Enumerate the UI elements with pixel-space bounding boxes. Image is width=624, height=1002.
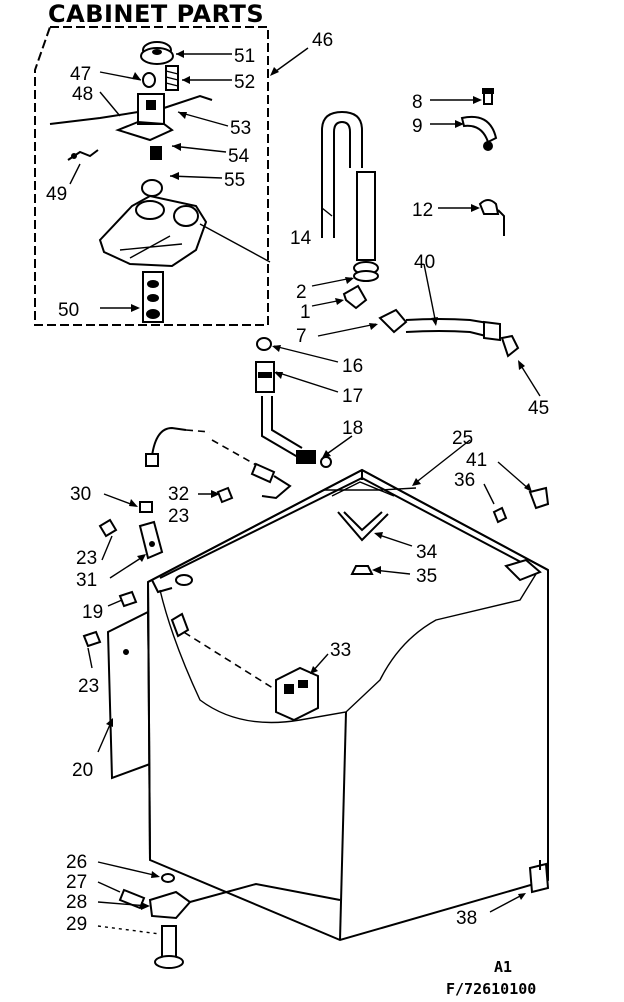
part-34-brace — [337, 511, 389, 542]
callout-52: 52 — [234, 72, 255, 93]
part-53-brake-assembly — [49, 93, 213, 160]
callout-18: 18 — [342, 418, 363, 439]
callout-26: 26 — [66, 852, 87, 873]
callout-33: 33 — [330, 640, 351, 661]
callout-45: 45 — [528, 398, 549, 419]
callout-49: 49 — [46, 184, 67, 205]
callout-16: 16 — [342, 356, 363, 377]
part-41-hinge — [528, 486, 550, 510]
callout-14: 14 — [290, 228, 312, 249]
part-38-foot — [528, 860, 550, 894]
lower-leaders — [87, 439, 532, 935]
part-23-screw-a — [216, 486, 234, 504]
callout-53: 53 — [230, 118, 251, 139]
callout-41: 41 — [466, 450, 487, 471]
callout-31: 31 — [76, 570, 97, 591]
part-36-grommet — [492, 506, 508, 524]
callout-27: 27 — [66, 872, 87, 893]
part-28-bracket — [148, 882, 341, 920]
part-7-coupling — [378, 308, 408, 334]
part-18-tube — [261, 396, 332, 468]
inset-leaders — [69, 47, 309, 312]
part-51-pulley — [140, 41, 174, 65]
callout-23-a: 23 — [168, 506, 189, 527]
part-16-washer — [256, 337, 272, 351]
page-title: CABINET PARTS — [48, 0, 265, 28]
part-49-clip — [67, 149, 99, 161]
callout-35: 35 — [416, 566, 437, 587]
part-14-drain-hose — [321, 110, 379, 275]
callout-12: 12 — [412, 200, 433, 221]
callout-2: 2 — [296, 282, 307, 303]
callout-9: 9 — [412, 116, 423, 137]
part-40-hose — [405, 318, 501, 342]
part-23-screw-c — [82, 630, 102, 648]
callout-20: 20 — [72, 760, 93, 781]
callout-7: 7 — [296, 326, 307, 347]
callout-19: 19 — [82, 602, 103, 623]
part-29-leg — [154, 925, 184, 969]
part-50-bearing-stack — [142, 271, 164, 323]
upper-leaders — [272, 96, 541, 458]
part-8-screw — [482, 88, 494, 105]
callout-38: 38 — [456, 908, 477, 929]
callout-23-b: 23 — [76, 548, 97, 569]
part-35-nut — [350, 565, 374, 575]
callout-48: 48 — [72, 84, 93, 105]
callout-17: 17 — [342, 386, 363, 407]
diagram-code: F/72610100 — [446, 980, 537, 998]
part-33-switch — [170, 612, 319, 722]
part-20-panel — [106, 610, 152, 780]
part-17-valve — [255, 361, 275, 393]
part-19-screw — [118, 590, 138, 608]
part-52-spring — [165, 65, 179, 91]
callout-40: 40 — [414, 252, 435, 273]
part-32-wire-harness — [145, 426, 292, 500]
callout-55: 55 — [224, 170, 245, 191]
part-12-clamp — [478, 199, 505, 236]
part-1-elbow — [342, 284, 368, 310]
part-26-washer — [161, 873, 175, 883]
callout-23-c: 23 — [78, 676, 99, 697]
callout-25: 25 — [452, 428, 473, 449]
part-2-clamp — [353, 270, 379, 282]
part-transmission-body — [98, 179, 271, 268]
part-27-pin — [118, 888, 146, 910]
callout-34: 34 — [416, 542, 438, 563]
callout-labels: 46 47 48 49 50 51 52 53 54 55 8 9 12 14 … — [46, 30, 549, 935]
part-9-hanger — [460, 116, 498, 151]
part-30-clip — [139, 501, 153, 513]
callout-8: 8 — [412, 92, 423, 113]
callout-46: 46 — [312, 30, 333, 51]
callout-30: 30 — [70, 484, 91, 505]
callout-54: 54 — [228, 146, 250, 167]
callout-36: 36 — [454, 470, 475, 491]
part-31-bracket — [138, 520, 164, 560]
callout-1: 1 — [300, 302, 311, 323]
inset-box — [34, 26, 269, 326]
callout-29: 29 — [66, 914, 87, 935]
callout-28: 28 — [66, 892, 87, 913]
part-45-clamp — [500, 334, 520, 358]
sheet-number: A1 — [494, 958, 513, 976]
callout-47: 47 — [70, 64, 91, 85]
part-23-screw-b — [98, 518, 118, 538]
part-25-cabinet — [146, 468, 549, 942]
part-47-nut — [142, 72, 156, 88]
callout-32: 32 — [168, 484, 189, 505]
callout-51: 51 — [234, 46, 255, 67]
callout-50: 50 — [58, 300, 79, 321]
